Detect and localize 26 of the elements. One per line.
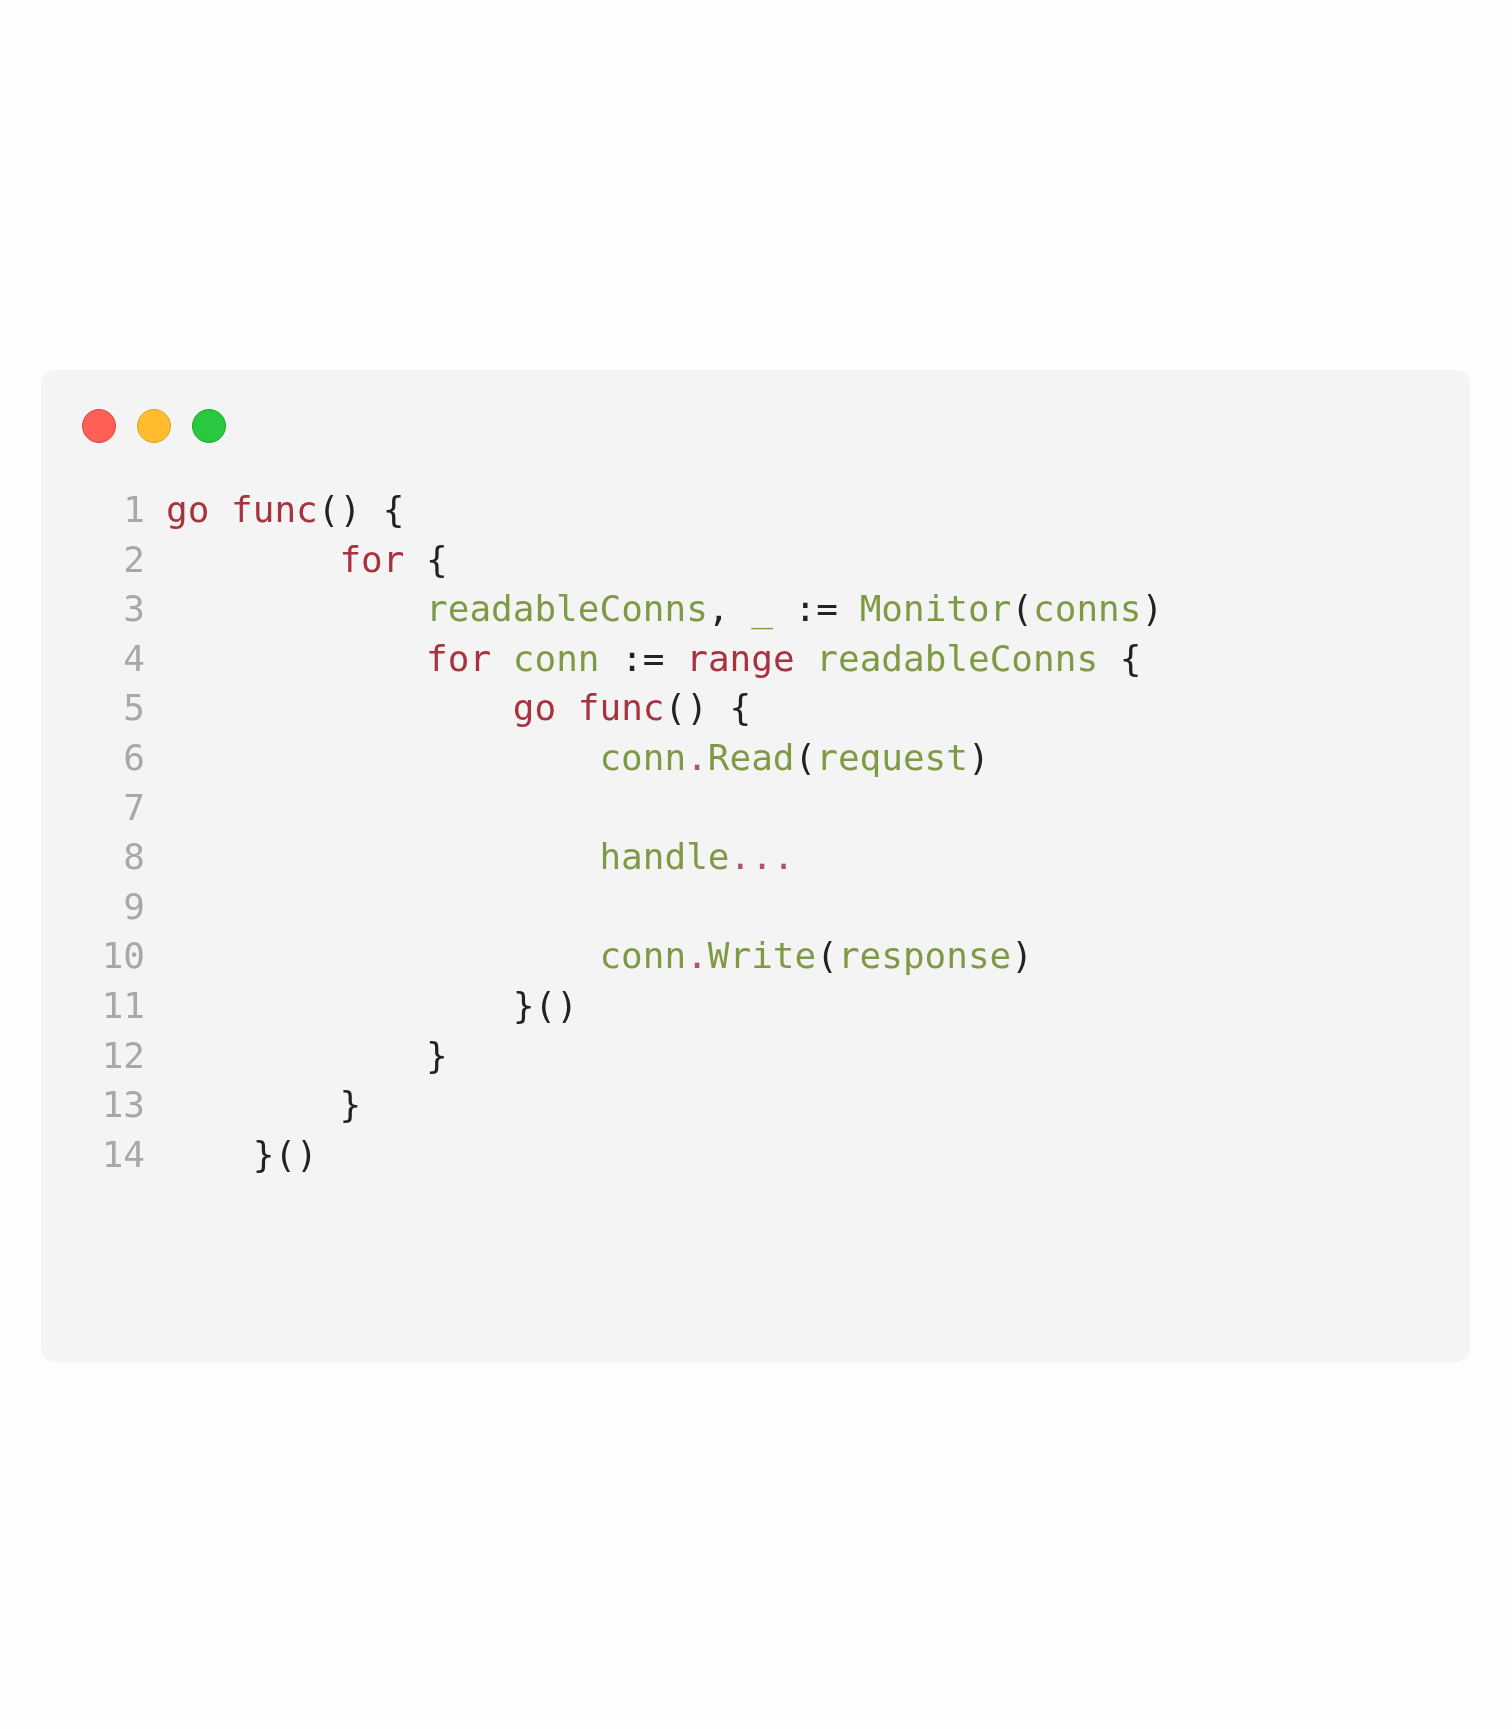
- line-number: 2: [122, 537, 145, 582]
- line-number: 1: [122, 488, 145, 532]
- line-number: 13: [100, 1083, 145, 1128]
- code-line: go func() {: [166, 488, 405, 532]
- code-line: conn.Write(response): [599, 934, 1033, 979]
- line-number: 5: [122, 686, 145, 731]
- code-line: for {: [339, 537, 448, 582]
- code-line: conn.Read(request): [599, 736, 990, 780]
- code-line: readableConns, _ := Monitor(conns): [426, 587, 1164, 632]
- code-line: go func() {: [512, 686, 752, 731]
- code-line: }: [339, 1083, 362, 1128]
- line-number: 9: [122, 884, 145, 929]
- code-line: handle...: [599, 835, 795, 880]
- code-line: }(): [252, 1132, 318, 1177]
- line-number: 6: [122, 736, 145, 780]
- line-number: 3: [122, 587, 145, 632]
- line-number: 11: [100, 984, 145, 1028]
- line-number: 7: [122, 785, 145, 830]
- code-line: }(): [512, 984, 578, 1028]
- line-number: 10: [100, 934, 145, 979]
- line-number: 14: [100, 1132, 145, 1177]
- line-number: 12: [100, 1033, 145, 1078]
- line-number: 8: [122, 835, 145, 880]
- line-number: 4: [122, 636, 145, 681]
- code-line: for conn := range readableConns {: [426, 636, 1142, 681]
- code-line: }: [426, 1033, 448, 1078]
